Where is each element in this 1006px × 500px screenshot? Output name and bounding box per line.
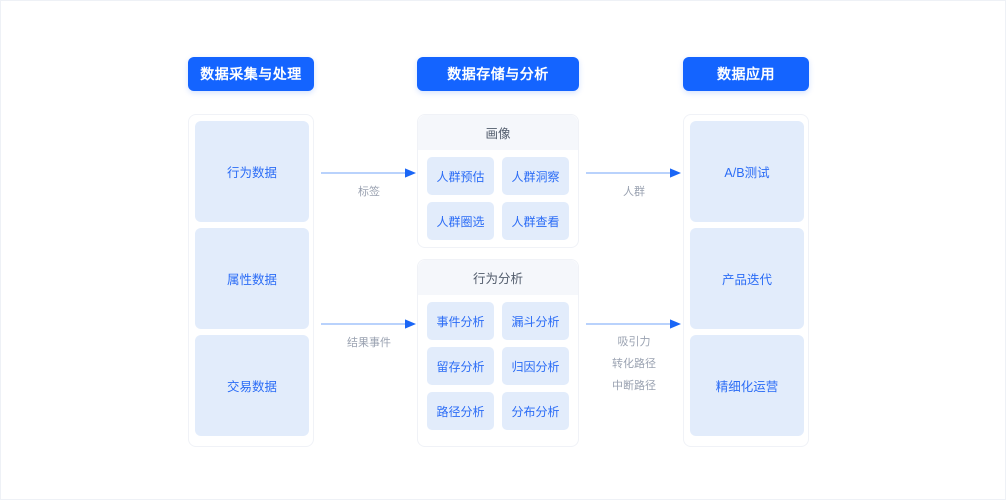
behavior-item-path-analysis[interactable]: 路径分析	[427, 392, 494, 430]
arrow-label-result-event: 结果事件	[347, 337, 391, 349]
arrow-left-to-middle-bottom	[321, 319, 417, 329]
right-item-product-iteration[interactable]: 产品迭代	[690, 228, 804, 329]
column-title-data-collection[interactable]: 数据采集与处理	[188, 57, 314, 91]
group-header-portrait: 画像	[418, 115, 578, 150]
column-title-data-storage-analysis[interactable]: 数据存储与分析	[417, 57, 579, 91]
right-item-refined-operation[interactable]: 精细化运营	[690, 335, 804, 436]
middle-group-portrait: 画像 人群预估 人群洞察 人群圈选 人群查看	[417, 114, 579, 248]
arrow-label-stack-right-bottom: 吸引力 转化路径 中断路径	[586, 331, 682, 397]
portrait-item-crowd-insight[interactable]: 人群洞察	[502, 157, 569, 195]
arrow-left-to-middle-top	[321, 168, 417, 178]
behavior-item-retention-analysis[interactable]: 留存分析	[427, 347, 494, 385]
portrait-item-crowd-view[interactable]: 人群查看	[502, 202, 569, 240]
right-item-ab-testing[interactable]: A/B测试	[690, 121, 804, 222]
left-item-transaction-data[interactable]: 交易数据	[195, 335, 309, 436]
left-column-panel: 行为数据 属性数据 交易数据	[188, 114, 314, 447]
portrait-item-crowd-estimate[interactable]: 人群预估	[427, 157, 494, 195]
arrow-middle-to-right-top	[586, 168, 682, 178]
group-header-behavior-analysis: 行为分析	[418, 260, 578, 295]
behavior-item-attribution-analysis[interactable]: 归因分析	[502, 347, 569, 385]
behavior-item-event-analysis[interactable]: 事件分析	[427, 302, 494, 340]
right-column-panel: A/B测试 产品迭代 精细化运营	[683, 114, 809, 447]
arrow-label-tag: 标签	[358, 186, 380, 198]
arrow-label-crowd: 人群	[623, 186, 645, 198]
arrow-middle-to-right-bottom	[586, 319, 682, 329]
left-item-attribute-data[interactable]: 属性数据	[195, 228, 309, 329]
behavior-item-funnel-analysis[interactable]: 漏斗分析	[502, 302, 569, 340]
arrow-label-attractiveness: 吸引力	[617, 336, 651, 348]
behavior-analysis-tile-grid: 事件分析 漏斗分析 留存分析 归因分析 路径分析 分布分析	[427, 302, 569, 430]
arrow-label-conversion-path: 转化路径	[612, 358, 656, 370]
middle-group-behavior-analysis: 行为分析 事件分析 漏斗分析 留存分析 归因分析 路径分析 分布分析	[417, 259, 579, 447]
behavior-item-distribution-analysis[interactable]: 分布分析	[502, 392, 569, 430]
portrait-item-crowd-selection[interactable]: 人群圈选	[427, 202, 494, 240]
column-title-data-application[interactable]: 数据应用	[683, 57, 809, 91]
arrow-label-interruption-path: 中断路径	[612, 380, 656, 392]
left-item-behavior-data[interactable]: 行为数据	[195, 121, 309, 222]
portrait-tile-grid: 人群预估 人群洞察 人群圈选 人群查看	[427, 157, 569, 240]
